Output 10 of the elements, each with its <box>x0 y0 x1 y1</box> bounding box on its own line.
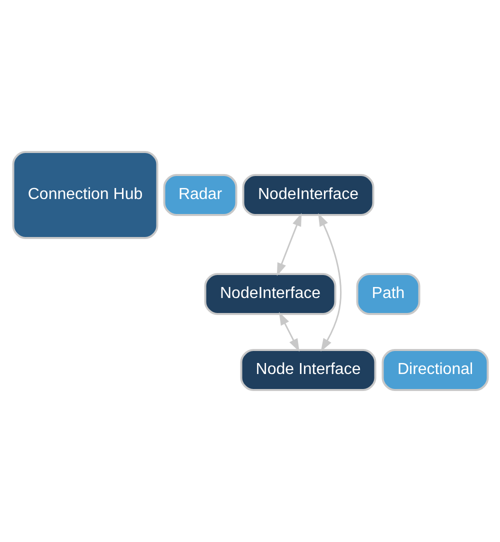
node-box: Path <box>356 273 420 315</box>
node-box: Connection Hub <box>12 151 158 239</box>
node-box: Node Interface <box>240 349 376 391</box>
arrow <box>278 312 299 352</box>
node-box: Radar <box>162 174 237 216</box>
node-box: NodeInterface <box>204 273 336 315</box>
node-box: Directional <box>381 349 488 391</box>
node-box: NodeInterface <box>242 174 374 216</box>
arrow <box>318 213 342 352</box>
arrow <box>276 213 302 276</box>
